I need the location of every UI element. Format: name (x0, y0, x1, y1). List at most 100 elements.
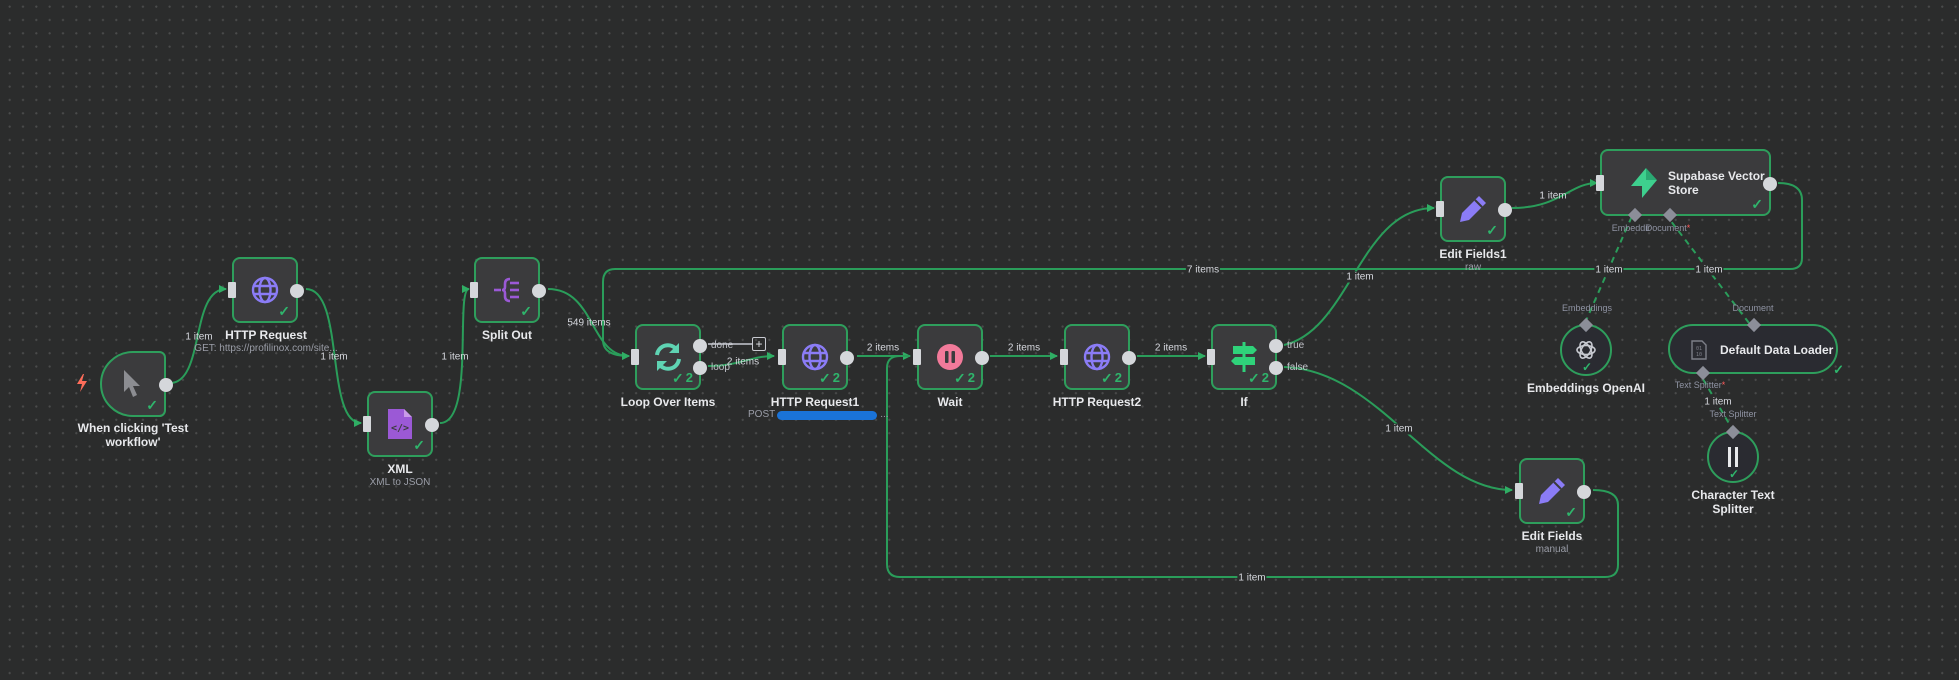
globe-icon (801, 343, 829, 371)
input-handle[interactable] (470, 282, 478, 298)
node-subtitle: manual (1535, 544, 1569, 555)
edge-label: 1 item (1703, 396, 1733, 408)
port-label-embedding: Embeddir (1611, 223, 1651, 233)
output-label-true: true (1287, 340, 1305, 351)
node-split-out[interactable]: ✓ (470, 257, 546, 323)
output-handle-done[interactable] (693, 339, 707, 353)
edge-label: 2 items (726, 356, 760, 368)
xml-file-icon: </> (388, 409, 412, 439)
node-loop-over-items[interactable]: ✓2 done loop (631, 324, 733, 390)
input-handle[interactable] (778, 349, 786, 365)
loop-icon (655, 343, 681, 371)
node-title: XML (387, 462, 413, 476)
node-manual-trigger[interactable]: ✓ (100, 351, 173, 417)
output-handle[interactable] (1577, 485, 1591, 499)
output-handle[interactable] (975, 351, 989, 365)
pencil-icon (1539, 478, 1565, 504)
trigger-bolt-icon (77, 374, 87, 392)
node-edit-fields[interactable]: ✓ (1515, 458, 1591, 524)
edge-http-xml (305, 288, 362, 427)
input-handle[interactable] (631, 349, 639, 365)
edge-xml-split (439, 285, 470, 424)
node-http-request1[interactable]: ✓2 (778, 324, 854, 390)
node-title: HTTP Request1 (770, 395, 860, 409)
node-title: Edit Fields1 (1439, 247, 1507, 261)
node-edit-fields1[interactable]: ✓ (1436, 176, 1512, 242)
port-label-text-splitter: Text Splitter* (1675, 380, 1726, 390)
output-handle-false[interactable] (1269, 361, 1283, 375)
input-handle[interactable] (913, 349, 921, 365)
node-title-line: workflow' (105, 435, 161, 449)
output-handle-true[interactable] (1269, 339, 1283, 353)
input-handle[interactable] (1436, 201, 1444, 217)
node-xml[interactable]: </> ✓ (363, 391, 439, 457)
node-title-line: Supabase Vector (1668, 169, 1765, 183)
node-http-request2[interactable]: ✓2 (1060, 324, 1136, 390)
edge-loop-http1 (707, 352, 775, 367)
signpost-icon (1231, 342, 1257, 372)
edge-label: 1 item (1694, 264, 1724, 276)
edge-label: 1 item (1594, 264, 1624, 276)
input-handle[interactable] (363, 416, 371, 432)
redacted-url (777, 410, 878, 420)
output-handle[interactable] (532, 284, 546, 298)
output-handle[interactable] (1122, 351, 1136, 365)
svg-text:01: 01 (1696, 346, 1702, 352)
input-handle[interactable] (1596, 174, 1604, 191)
edge-label: 2 items (1007, 342, 1041, 354)
output-handle[interactable] (159, 378, 173, 392)
edge-trigger-http (169, 285, 227, 384)
output-handle[interactable] (290, 284, 304, 298)
edge-label: 1 item (1539, 190, 1567, 202)
node-if[interactable]: ✓2 true false (1207, 324, 1308, 390)
pencil-icon (1460, 196, 1486, 222)
globe-icon (1083, 343, 1111, 371)
split-out-icon (494, 277, 519, 303)
port-label-document: Document* (1646, 223, 1691, 233)
output-handle[interactable] (1498, 203, 1512, 217)
node-default-data-loader[interactable]: 01 10 Default Data Loader ✓ (1668, 317, 1844, 381)
output-handle-loop[interactable] (693, 361, 707, 375)
input-handle[interactable] (1060, 349, 1068, 365)
success-check-icon: ✓2 (954, 370, 975, 386)
success-check-icon: ✓ (1565, 504, 1577, 520)
node-title: HTTP Request2 (1052, 395, 1142, 409)
required-mark: * (1721, 380, 1726, 390)
edge-label: 1 item (185, 331, 213, 343)
input-handle[interactable] (1515, 483, 1523, 499)
edge-label: 549 items (567, 317, 611, 329)
add-node-button[interactable]: + (752, 337, 766, 351)
run-count: 2 (685, 370, 693, 385)
node-http-request[interactable]: ✓ (228, 257, 304, 323)
success-check-icon: ✓ (1486, 222, 1498, 238)
success-check-icon: ✓ (1833, 362, 1844, 377)
success-check-icon: ✓ (520, 303, 532, 319)
success-check-icon: ✓ (278, 303, 290, 319)
node-wait[interactable]: ✓2 (913, 324, 989, 390)
node-embeddings-openai[interactable]: ✓ (1560, 317, 1612, 376)
port-label-text: Text Splitter (1674, 380, 1722, 390)
output-handle[interactable] (425, 418, 439, 432)
input-handle[interactable] (1207, 349, 1215, 365)
input-handle[interactable] (228, 282, 236, 298)
edge-edit1-supabase (1511, 179, 1598, 209)
node-subtitle-row: POST... (748, 409, 889, 421)
node-character-text-splitter[interactable]: ✓ (1707, 424, 1759, 483)
node-title: Loop Over Items (620, 395, 716, 409)
run-count: 2 (1114, 370, 1122, 385)
node-subtitle: GET: https://profilinox.com/site... (194, 343, 338, 354)
openai-icon (1576, 341, 1596, 359)
success-check-icon: ✓ (1751, 196, 1763, 212)
success-check-icon: ✓2 (672, 370, 693, 386)
binary-file-icon: 01 10 (1691, 340, 1707, 360)
run-count: 2 (967, 370, 975, 385)
success-check-icon: ✓2 (1101, 370, 1122, 386)
node-title: Edit Fields (1521, 529, 1583, 543)
success-check-icon: ✓ (1729, 467, 1740, 481)
output-handle[interactable] (840, 351, 854, 365)
output-handle[interactable] (1763, 177, 1777, 191)
success-check-icon: ✓ (1582, 360, 1593, 374)
